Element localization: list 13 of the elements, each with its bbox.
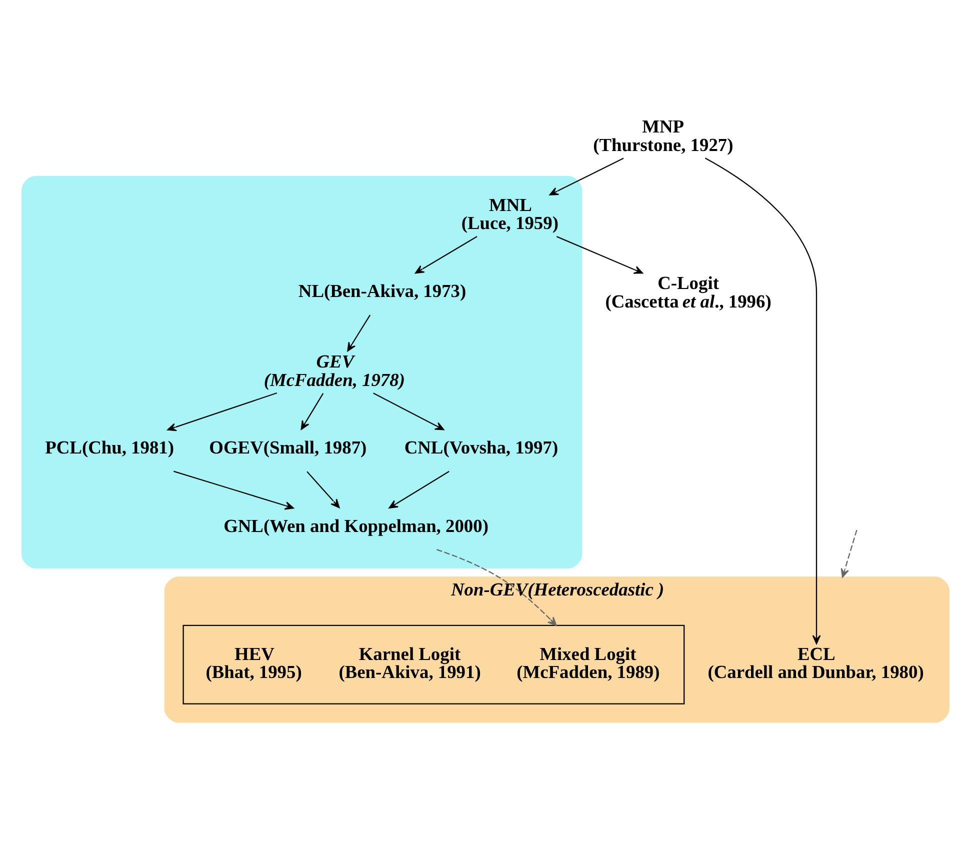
node-text: C-Logit (Cascetta et al., 1996) (605, 272, 772, 311)
node-text: HEV (Bhat, 1995) (206, 643, 302, 682)
node-text: OGEV(Small, 1987) (209, 437, 367, 458)
node-text: NL(Ben-Akiva, 1973) (298, 280, 466, 301)
node-text: PCL(Chu, 1981) (45, 437, 174, 458)
node-text: ECL (Cardell and Dunbar, 1980) (708, 643, 924, 682)
node-text: Karnel Logit (Ben-Akiva, 1991) (338, 643, 481, 682)
node-text: GNL(Wen and Koppelman, 2000) (224, 515, 488, 536)
node-text: CNL(Vovsha, 1997) (404, 437, 558, 458)
node-text: MNP (Thurstone, 1927) (593, 116, 734, 154)
node-text: Mixed Logit (McFadden, 1989) (516, 643, 660, 682)
node-text: GEV (McFadden, 1978) (264, 350, 405, 390)
node-text: MNL (Luce, 1959) (461, 194, 558, 233)
